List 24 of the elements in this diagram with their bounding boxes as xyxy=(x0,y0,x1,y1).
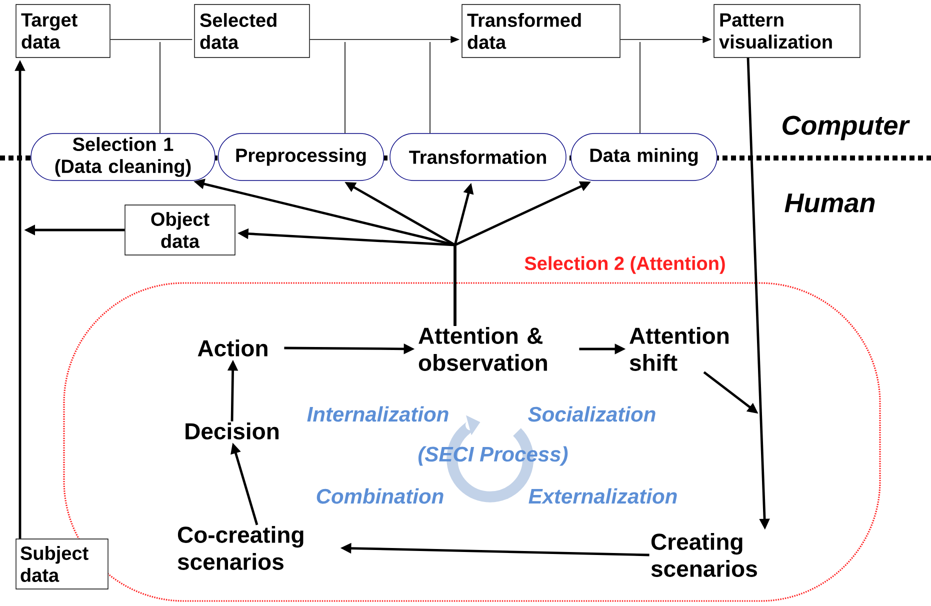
step-text: Attention shift xyxy=(630,327,728,371)
process-pill: Preprocessing xyxy=(218,133,384,181)
side-label: Computer xyxy=(782,116,910,140)
data-box: Subject data xyxy=(16,538,108,590)
process-pill: Selection 1 (Data cleaning) xyxy=(30,133,216,181)
step-text: Action xyxy=(198,340,268,356)
process-pill: Data mining xyxy=(570,133,718,181)
seci-label: (SECI Process) xyxy=(418,446,568,466)
step-text: Attention & observation xyxy=(418,327,547,371)
data-box: Transformed data xyxy=(462,4,620,58)
step-text: Co-creating scenarios xyxy=(178,526,304,570)
data-box: Pattern visualization xyxy=(714,4,860,58)
seci-label: Internalization xyxy=(307,406,448,422)
data-box: Target data xyxy=(16,4,110,58)
seci-label: Socialization xyxy=(528,406,656,422)
seci-label: Combination xyxy=(316,488,444,504)
data-box: Object data xyxy=(124,204,236,256)
side-label: Human xyxy=(784,194,875,212)
data-box: Selected data xyxy=(194,4,310,58)
step-text: Creating scenarios xyxy=(651,533,757,577)
step-text: Decision xyxy=(186,422,278,440)
process-pill: Transformation xyxy=(390,133,566,181)
node-label: Selection 2 (Attention) xyxy=(524,256,725,274)
seci-label: Externalization xyxy=(528,488,677,504)
